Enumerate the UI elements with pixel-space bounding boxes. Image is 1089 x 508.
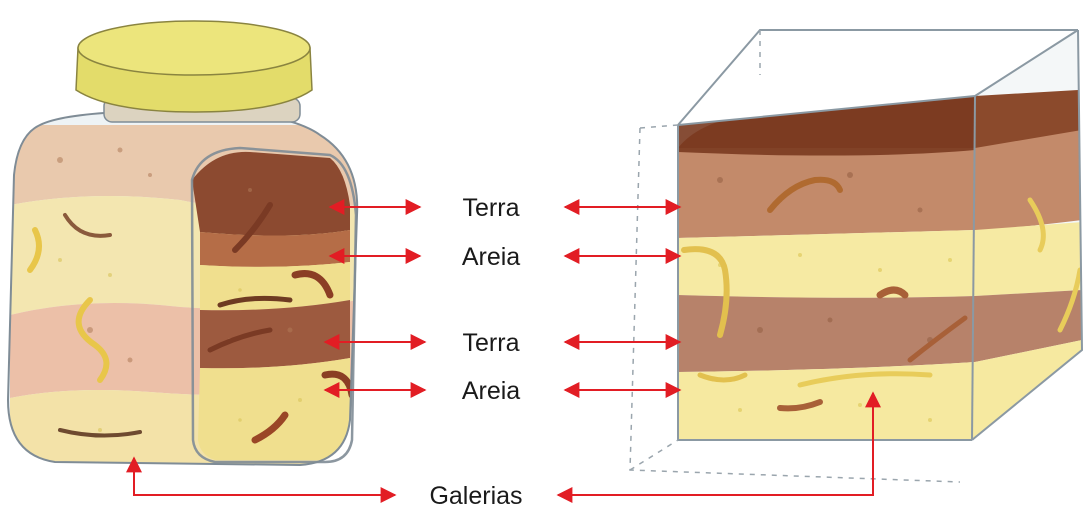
label-terra-top: Terra [463,194,520,222]
glass-jar [0,21,370,480]
jar-lid [76,21,312,112]
jar-window-terra-top [192,152,350,236]
glass-box [630,20,1089,482]
label-terra-bottom: Terra [463,329,520,357]
label-galerias: Galerias [429,482,522,508]
label-areia-top: Areia [462,243,520,271]
label-areia-bottom: Areia [462,377,520,405]
